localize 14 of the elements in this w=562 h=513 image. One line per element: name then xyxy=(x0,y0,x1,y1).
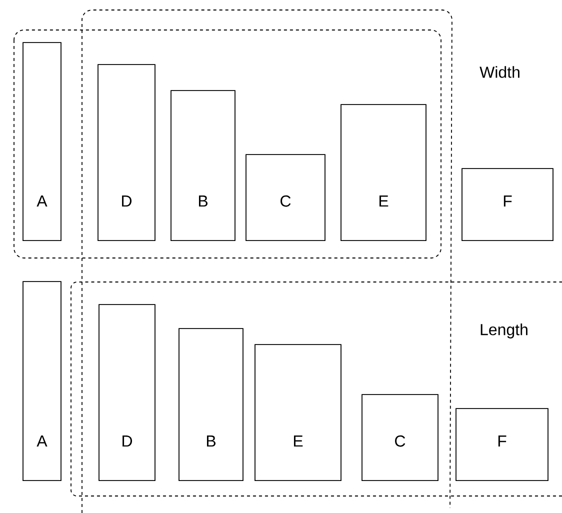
bar-box: F xyxy=(456,408,548,481)
bar-box: E xyxy=(254,344,342,481)
bar-box: B xyxy=(170,90,236,241)
bar-box: A xyxy=(22,281,62,481)
bar-box: C xyxy=(362,394,438,481)
bar-box: A xyxy=(22,42,62,241)
bar-box: C xyxy=(246,154,326,241)
bar-box: E xyxy=(340,104,426,241)
bar-box: D xyxy=(98,304,156,481)
bar-box: B xyxy=(178,328,244,481)
row-label: Width xyxy=(480,66,520,78)
bar-box: D xyxy=(98,64,156,241)
bar-box: F xyxy=(462,168,554,241)
row-label: Length xyxy=(480,324,528,338)
